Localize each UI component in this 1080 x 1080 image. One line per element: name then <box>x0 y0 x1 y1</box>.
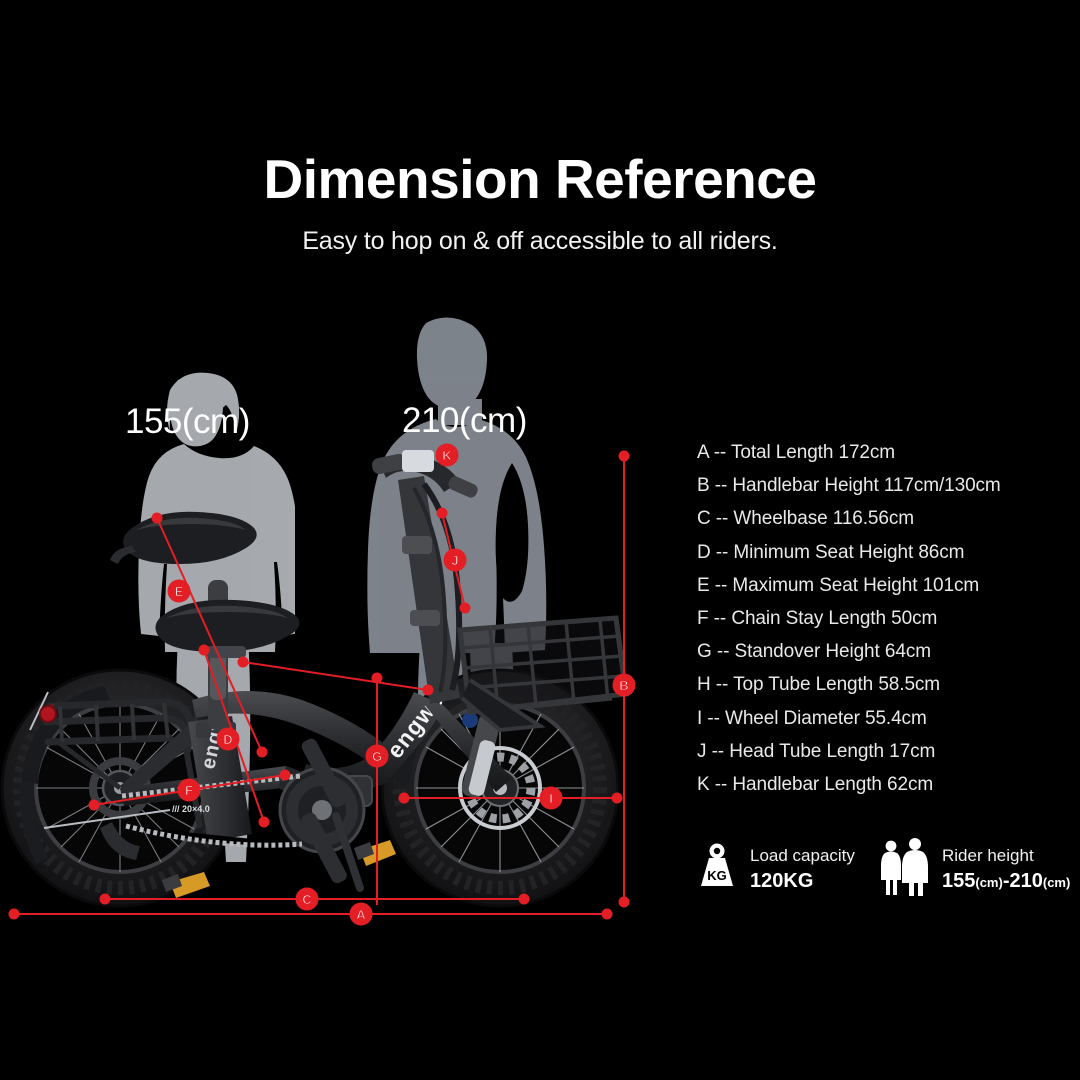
legend-item-j: J -- Head Tube Length 17cm <box>697 740 936 762</box>
rider-height-value: 155(cm)-210(cm) <box>942 869 1070 895</box>
svg-text:/// 20×4.0: /// 20×4.0 <box>172 804 210 814</box>
legend-item-d: D -- Minimum Seat Height 86cm <box>697 541 965 563</box>
rider-height-min-unit: (cm) <box>975 874 1003 890</box>
silhouette-female-height-label: 155(cm) <box>125 402 250 441</box>
fork-and-stem <box>372 450 512 798</box>
legend-item-h: H -- Top Tube Length 58.5cm <box>697 674 941 696</box>
weight-kg-icon: KG <box>694 842 740 895</box>
silhouette-male-height-label: 210(cm) <box>402 401 527 440</box>
spec-badges: KG Load capacity 120KG <box>694 838 1080 908</box>
legend-item-a: A -- Total Length 172cm <box>697 442 896 463</box>
spec-load-capacity: KG Load capacity 120KG <box>694 842 855 895</box>
load-capacity-label: Load capacity <box>750 845 855 865</box>
load-capacity-value: 120KG <box>750 869 814 892</box>
page-subtitle: Easy to hop on & off accessible to all r… <box>302 227 778 255</box>
legend-item-k: K -- Handlebar Length 62cm <box>697 774 934 796</box>
two-people-icon <box>876 838 932 901</box>
front-basket <box>457 615 629 733</box>
svg-text:KG: KG <box>707 868 727 883</box>
spec-rider-height: Rider height 155(cm)-210(cm) <box>876 838 1070 901</box>
legend-item-g: G -- Standover Height 64cm <box>697 641 931 663</box>
dimension-legend: A -- Total Length 172cm B -- Handlebar H… <box>697 436 1077 801</box>
page-title: Dimension Reference <box>263 148 817 210</box>
rider-height-max: -210 <box>1002 869 1043 892</box>
legend-item-i: I -- Wheel Diameter 55.4cm <box>697 707 927 729</box>
legend-item-e: E -- Maximum Seat Height 101cm <box>697 574 980 596</box>
legend-item-f: F -- Chain Stay Length 50cm <box>697 608 938 630</box>
page-header: Dimension Reference Easy to hop on & off… <box>0 152 1080 256</box>
ebike-illustration: engwe engwe /// 20×4.0 <box>0 430 680 930</box>
legend-item-b: B -- Handlebar Height 117cm/130cm <box>697 475 1001 497</box>
rider-height-min: 155 <box>942 869 976 892</box>
rider-height-label: Rider height <box>942 845 1034 865</box>
legend-item-c: C -- Wheelbase 116.56cm <box>697 508 914 530</box>
rider-height-max-unit: (cm) <box>1042 874 1071 890</box>
